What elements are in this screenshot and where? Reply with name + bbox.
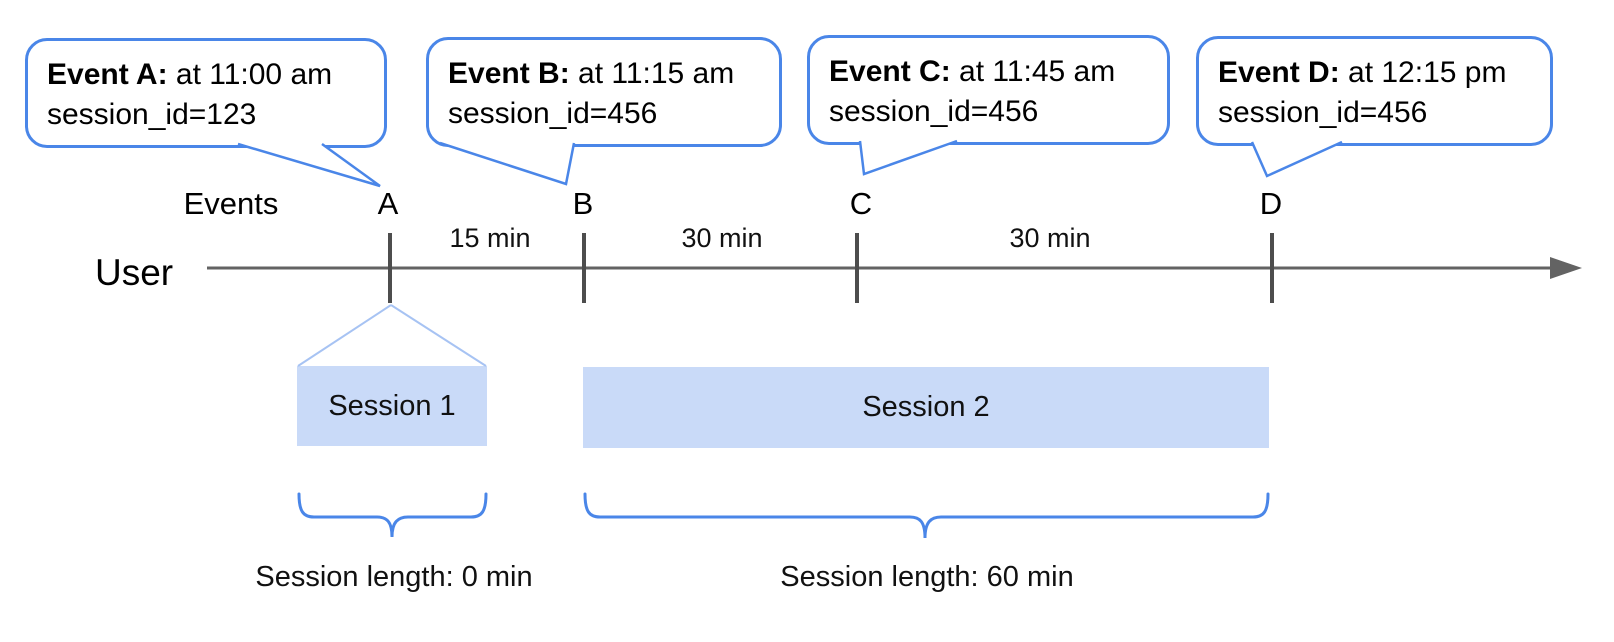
- event-a-callout-line1: Event A: at 11:00 am: [47, 55, 384, 95]
- event-b-callout-tail: [439, 141, 576, 186]
- event-a-label: A: [377, 186, 399, 221]
- event-c-callout-tail: [858, 139, 958, 176]
- event-c-title: Event C:: [829, 55, 951, 88]
- event-b-title: Event B:: [448, 57, 570, 90]
- event-b-label: B: [572, 186, 594, 221]
- event-a-title: Event A:: [47, 58, 168, 91]
- event-c-callout: Event C: at 11:45 am session_id=456: [807, 35, 1170, 145]
- session-2-label: Session 2: [862, 391, 990, 423]
- event-b-time: at 11:15 am: [569, 57, 735, 90]
- events-axis-label: Events: [183, 186, 279, 221]
- event-c-time: at 11:45 am: [950, 55, 1116, 88]
- session-1-bar: Session 1: [297, 366, 487, 446]
- session-1-funnel-lines: [297, 304, 487, 367]
- event-d-callout: Event D: at 12:15 pm session_id=456: [1196, 36, 1553, 146]
- interval-c-d-label: 30 min: [1009, 223, 1091, 253]
- session-2-brace: [583, 492, 1270, 539]
- session-1-label: Session 1: [328, 389, 456, 422]
- session-2-bar: Session 2: [583, 367, 1269, 448]
- event-d-session-id: session_id=456: [1218, 96, 1428, 129]
- event-a-callout: Event A: at 11:00 am session_id=123: [25, 38, 387, 148]
- event-d-callout-tail: [1250, 140, 1343, 178]
- event-c-callout-line1: Event C: at 11:45 am: [829, 52, 1167, 92]
- event-d-time: at 12:15 pm: [1339, 56, 1507, 89]
- session-2-length-label: Session length: 60 min: [780, 561, 1074, 593]
- event-c-label: C: [849, 186, 873, 221]
- event-d-title: Event D:: [1218, 56, 1340, 89]
- session-1-brace: [297, 492, 488, 538]
- event-a-callout-tail: [237, 142, 381, 188]
- event-d-callout-line1: Event D: at 12:15 pm: [1218, 53, 1550, 93]
- event-b-callout-line1: Event B: at 11:15 am: [448, 54, 779, 94]
- user-axis-label: User: [95, 252, 174, 293]
- event-d-label: D: [1259, 186, 1283, 221]
- timeline-arrowhead-icon: [1550, 257, 1582, 279]
- event-b-callout: Event B: at 11:15 am session_id=456: [426, 37, 782, 147]
- event-a-session-id: session_id=123: [47, 98, 257, 131]
- session-1-length-label: Session length: 0 min: [255, 561, 533, 593]
- interval-b-c-label: 30 min: [681, 223, 763, 253]
- event-c-session-id: session_id=456: [829, 95, 1039, 128]
- interval-a-b-label: 15 min: [449, 223, 531, 253]
- event-a-time: at 11:00 am: [167, 58, 333, 91]
- event-b-session-id: session_id=456: [448, 97, 658, 130]
